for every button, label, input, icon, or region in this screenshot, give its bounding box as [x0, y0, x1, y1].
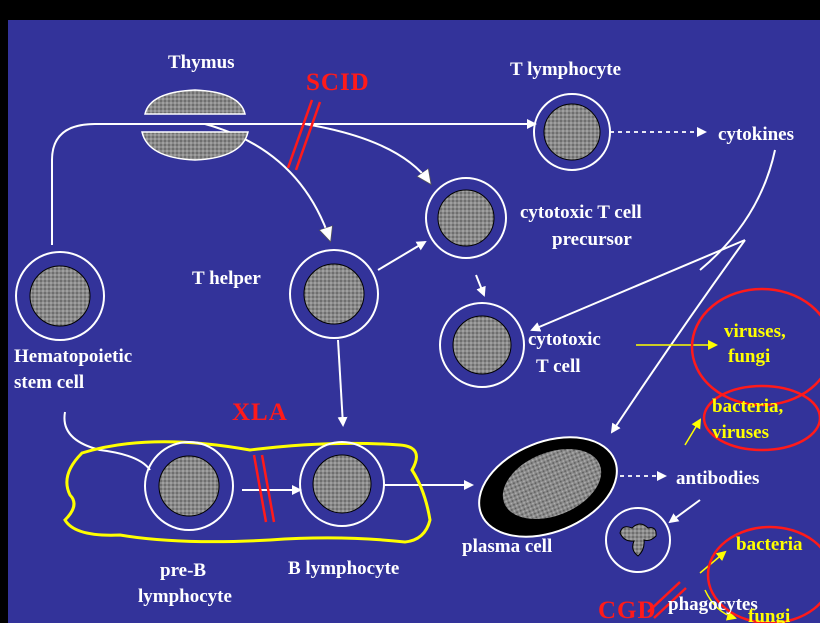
label-cytokines: cytokines [718, 124, 794, 145]
label-t-helper: T helper [192, 268, 261, 289]
cell-b-lymphocyte [300, 442, 384, 526]
pathogen-bacteria-viruses-1: bacteria, [712, 396, 783, 417]
cell-cytotoxic-precursor [426, 178, 506, 258]
cell-cytotoxic-t [440, 303, 524, 387]
top-bar [0, 0, 820, 20]
label-plasma-cell: plasma cell [462, 536, 552, 557]
label-cytotoxic-precursor-1: cytotoxic T cell [520, 202, 642, 223]
pathogen-viruses-fungi-2: fungi [728, 346, 770, 367]
pathogen-bacteria-viruses-2: viruses [712, 422, 769, 443]
label-hsc-1: Hematopoietic [14, 346, 132, 367]
pathogen-bacteria: bacteria [736, 534, 803, 555]
pathogen-fungi: fungi [748, 606, 790, 623]
cell-t-lymphocyte [534, 94, 610, 170]
pathogen-viruses-fungi-1: viruses, [724, 321, 786, 342]
label-antibodies: antibodies [676, 468, 759, 489]
label-cytotoxic-precursor-2: precursor [552, 229, 632, 250]
defect-label-scid: SCID [306, 69, 370, 96]
left-border [0, 0, 8, 623]
label-pre-b-1: pre-B [160, 560, 206, 581]
label-cytotoxic-2: T cell [536, 356, 581, 377]
label-phagocytes: phagocytes [668, 594, 758, 615]
label-pre-b-2: lymphocyte [138, 586, 232, 607]
label-t-lymphocyte: T lymphocyte [510, 59, 621, 80]
label-cytotoxic-1: cytotoxic [528, 329, 601, 350]
label-hsc-2: stem cell [14, 372, 84, 393]
defect-label-cgd: CGD [598, 597, 657, 623]
label-thymus: Thymus [168, 52, 235, 73]
label-b-lymphocyte: B lymphocyte [288, 558, 399, 579]
defect-label-xla: XLA [232, 399, 288, 426]
